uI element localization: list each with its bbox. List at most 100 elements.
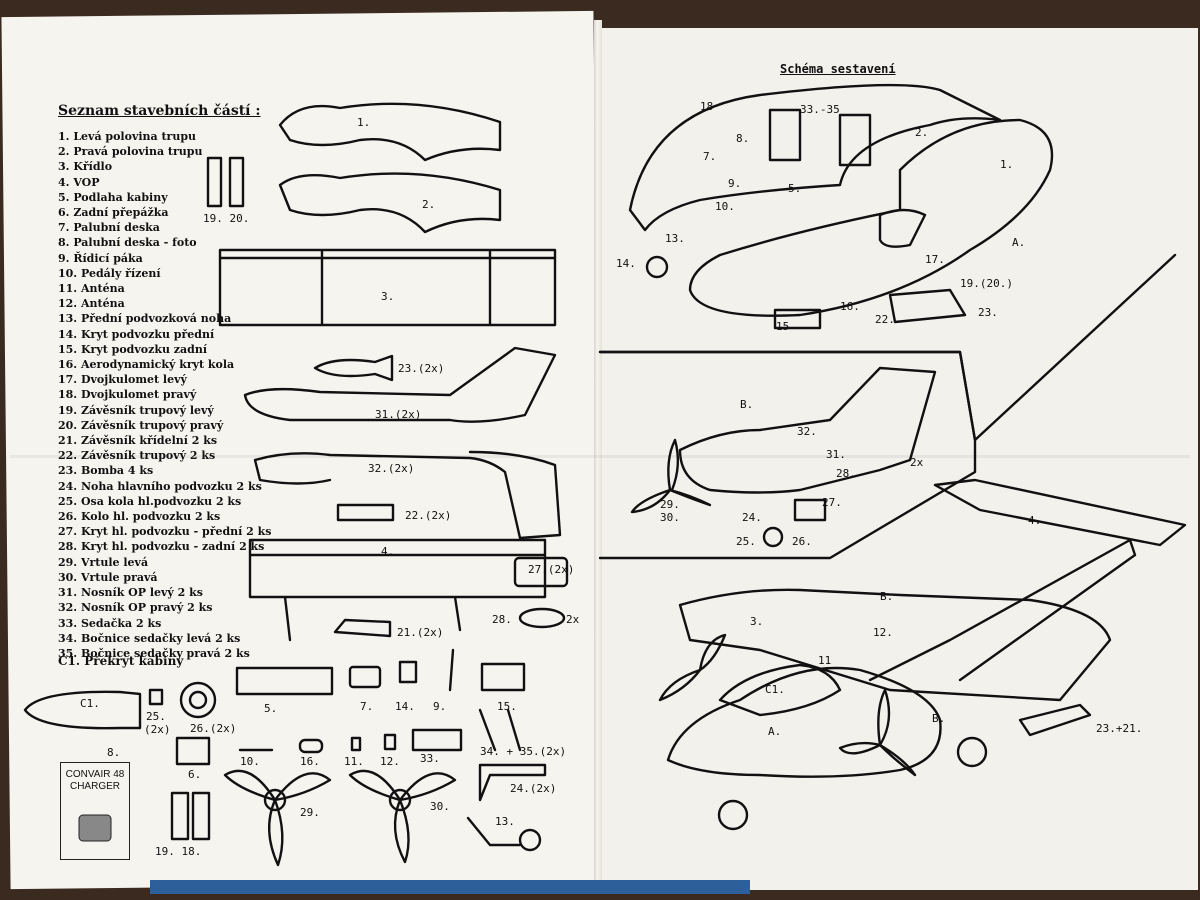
label-rB2: B.	[880, 590, 894, 603]
label-r4: 4.	[1028, 514, 1042, 527]
parts-list-item: 20. Závěsník trupový pravý	[58, 418, 224, 432]
part-4-drawing	[248, 538, 547, 642]
label-part-3: 3.	[381, 290, 395, 303]
label-r25: 25.	[736, 535, 756, 548]
seat-2	[838, 113, 872, 167]
label-r22: 22.	[875, 313, 895, 326]
label-rA2: A.	[768, 725, 782, 738]
parts-list-item: 27. Kryt hl. podvozku - přední 2 ks	[58, 525, 272, 539]
prop-assembly-drawing	[630, 438, 712, 514]
part-13-drawing	[466, 816, 522, 847]
parts-list-item: 1. Levá polovina trupu	[58, 130, 197, 143]
part-32-drawing	[253, 450, 562, 540]
parts-list-item: 17. Dvojkulomet levý	[58, 373, 187, 387]
part-3-drawing	[218, 248, 557, 327]
fuselage-drawing	[666, 666, 942, 778]
parts-list-item: 16. Aerodynamický kryt kola	[58, 358, 235, 372]
label-part-31: 31.(2x)	[375, 408, 422, 421]
parts-list-item: 35. Bočnice sedačky pravá 2 ks	[58, 646, 250, 660]
parts-list-item: 30. Vrtule pravá	[58, 570, 158, 584]
main-wheel-assembly	[956, 736, 988, 768]
label-part-25-count: (2x)	[144, 723, 171, 736]
part-20-drawing	[228, 156, 245, 208]
part-14-drawing	[398, 660, 418, 684]
part-23-drawing	[313, 354, 394, 382]
canopy-assembly-drawing	[718, 663, 842, 717]
label-r23: 23.	[978, 306, 998, 319]
part-11-drawing	[350, 736, 362, 752]
parts-list-item: 14. Kryt podvozku přední	[58, 327, 215, 341]
label-r30: 30.	[660, 511, 680, 524]
canopy-drawing	[23, 690, 142, 730]
part-25-drawing	[148, 688, 164, 706]
part-22-drawing	[336, 503, 395, 522]
part-31-drawing	[243, 346, 557, 423]
nose-wheel-assembly	[717, 799, 749, 831]
photo-box-line2: CHARGER	[69, 781, 120, 792]
parts-list-item: 7. Palubní deska	[58, 221, 160, 235]
label-part-10: 10.	[240, 755, 260, 768]
label-rC1: C1.	[765, 683, 785, 696]
label-part-24: 24.(2x)	[510, 782, 557, 795]
parts-list-item: 11. Anténa	[58, 282, 125, 296]
label-part-7: 7.	[360, 700, 374, 713]
parts-list-item: 13. Přední podvozková noha	[58, 312, 232, 326]
part-28-drawing	[518, 607, 566, 629]
canopy-list-item: C1. Překryt kabiny	[58, 654, 184, 668]
label-r10: 10.	[715, 200, 735, 213]
part-1-drawing	[278, 102, 502, 162]
label-r19: 19.(20.)	[960, 277, 1013, 290]
label-canopy: C1.	[80, 697, 100, 710]
tail-plane-drawing	[933, 478, 1187, 547]
label-r14: 14.	[616, 257, 636, 270]
part-29-drawing	[223, 769, 332, 867]
label-part-28-count: 2x	[566, 613, 580, 626]
label-part-32: 32.(2x)	[368, 462, 415, 475]
parts-list-item: 29. Vrtule levá	[58, 555, 149, 569]
page-fold	[594, 20, 602, 890]
fuselage-right-drawing	[688, 118, 1054, 317]
label-r7: 7.	[703, 150, 717, 163]
label-rB: B.	[740, 398, 754, 411]
boom-assembly-drawing	[678, 366, 937, 494]
parts-list-item: 24. Noha hlavního podvozku 2 ks	[58, 479, 262, 493]
section-divider	[598, 253, 1177, 442]
part-24-drawing	[478, 763, 547, 802]
part-15-drawing	[480, 662, 526, 692]
label-part-25: 25.	[146, 710, 166, 723]
prop-left-drawing	[658, 633, 727, 702]
label-part-27: 27.(2x)	[528, 563, 575, 576]
label-r23-21: 23.+21.	[1096, 722, 1143, 735]
label-r2: 2.	[915, 126, 929, 139]
parts-list-item: 32. Nosník OP pravý 2 ks	[58, 601, 213, 615]
parts-list-item: 31. Nosník OP levý 2 ks	[58, 586, 203, 600]
part-16-drawing	[298, 738, 324, 754]
label-part-2: 2.	[422, 198, 436, 211]
part-2-drawing	[278, 172, 502, 234]
label-r15: 15	[776, 320, 790, 333]
label-part-4: 4.	[381, 545, 395, 558]
right-page	[598, 28, 1198, 890]
parts-list-item: 2. Pravá polovina trupu	[58, 145, 203, 159]
parts-list-item: 33. Sedačka 2 ks	[58, 616, 162, 630]
part-30-drawing	[348, 769, 457, 864]
label-r12: 12.	[873, 626, 893, 639]
part-34-35-drawing	[478, 708, 522, 752]
label-part-26: 26.(2x)	[190, 722, 237, 735]
parts-list-item: 28. Kryt hl. podvozku - zadní 2 ks	[58, 540, 265, 554]
parts-list-item: 5. Podlaha kabiny	[58, 190, 168, 204]
label-r27: 27.	[822, 496, 842, 509]
boom-drawing	[868, 538, 1137, 682]
label-r16: 16.	[840, 300, 860, 313]
parts-list-item: 8. Palubní deska - foto	[58, 236, 197, 250]
label-part-8: 8.	[107, 746, 121, 759]
label-part-23: 23.(2x)	[398, 362, 445, 375]
parts-list-item: 26. Kolo hl. podvozku 2 ks	[58, 510, 221, 524]
part-19-drawing	[206, 156, 223, 208]
parts-list-item: 18. Dvojkulomet pravý	[58, 388, 197, 402]
part-21-drawing	[333, 618, 392, 638]
label-part-14: 14.	[395, 700, 415, 713]
label-r17: 17.	[925, 253, 945, 266]
part-27-drawing	[513, 556, 569, 588]
